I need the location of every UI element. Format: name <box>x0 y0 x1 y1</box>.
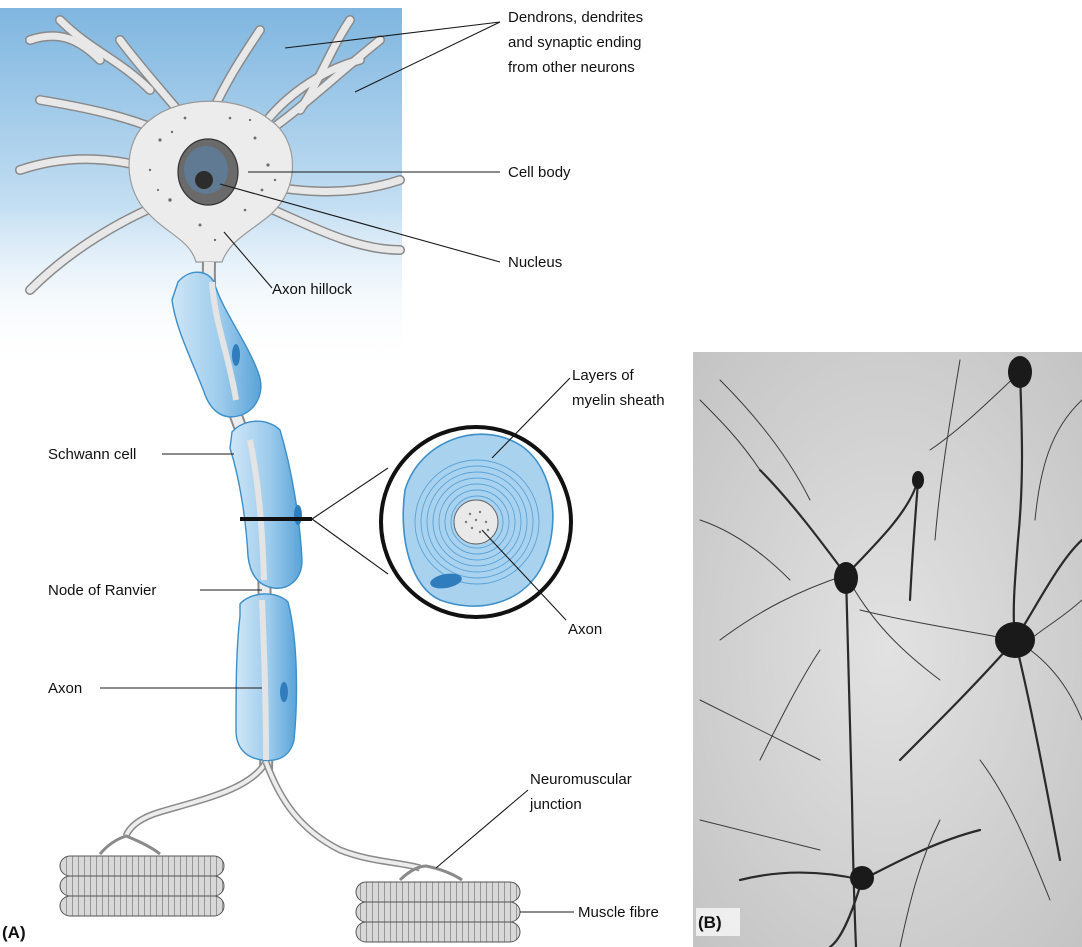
panel-b-label: (B) <box>698 913 722 932</box>
muscle-fibres-right <box>356 882 520 942</box>
label-dendrons-1: Dendrons, dendrites <box>508 9 643 26</box>
label-axon-hillock: Axon hillock <box>272 281 353 298</box>
zoom-line-top <box>312 468 388 519</box>
panel-a: Dendrons, dendrites and synaptic ending … <box>0 8 665 942</box>
schwann-nucleus-2 <box>294 505 302 525</box>
label-nucleus: Nucleus <box>508 254 562 271</box>
label-nmj-2: junction <box>529 796 582 813</box>
label-nmj-1: Neuromuscular <box>530 771 632 788</box>
nucleolus <box>195 171 213 189</box>
zoom-line-bottom <box>312 519 388 574</box>
label-muscle-fibre: Muscle fibre <box>578 904 659 921</box>
label-axon-inset: Axon <box>568 621 602 638</box>
label-cell-body: Cell body <box>508 164 571 181</box>
cross-section-inset <box>381 427 571 617</box>
muscle-fibres-left <box>60 856 224 916</box>
label-dendrons-3: from other neurons <box>508 59 635 76</box>
label-schwann-cell: Schwann cell <box>48 446 136 463</box>
axon-cross-section <box>454 500 498 544</box>
label-myelin-1: Layers of <box>572 367 635 384</box>
label-axon: Axon <box>48 680 82 697</box>
panel-b: (B) <box>693 352 1082 947</box>
label-myelin-2: myelin sheath <box>572 392 665 409</box>
panel-a-label: (A) <box>2 923 26 942</box>
label-node-of-ranvier: Node of Ranvier <box>48 582 156 599</box>
label-dendrons-2: and synaptic ending <box>508 34 641 51</box>
schwann-nucleus-3 <box>280 682 288 702</box>
schwann-nucleus-1 <box>232 344 240 366</box>
